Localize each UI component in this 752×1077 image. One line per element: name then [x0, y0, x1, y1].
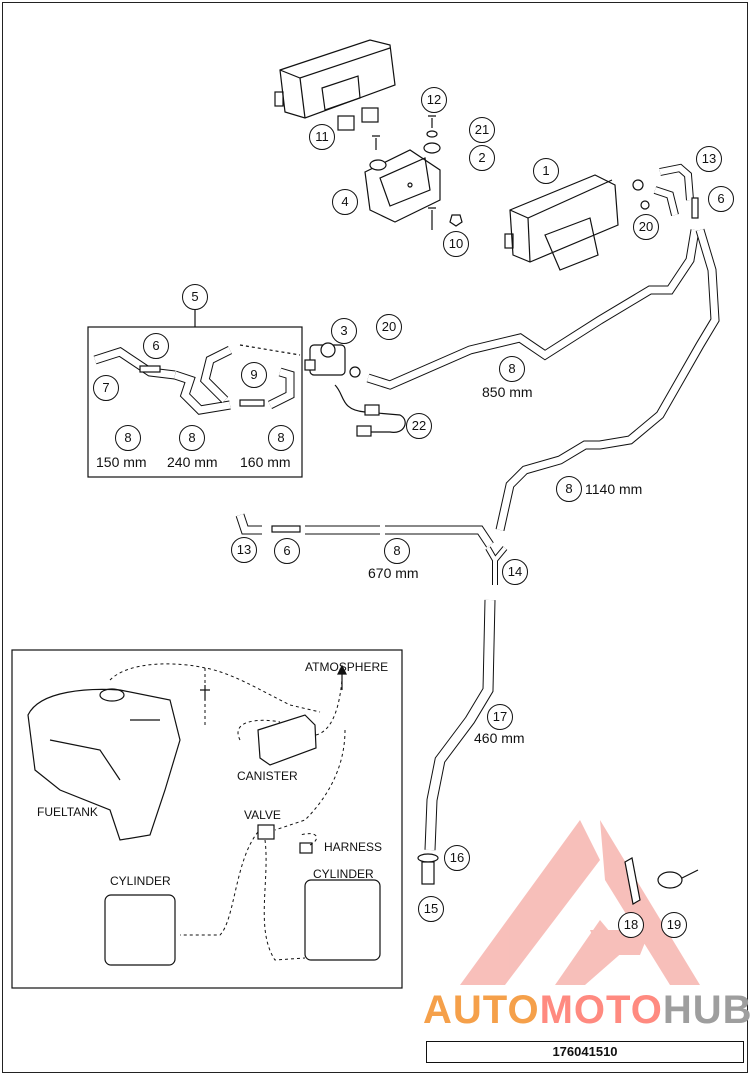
- length-460: 460 mm: [474, 730, 525, 746]
- callout-2: 2: [469, 145, 495, 171]
- watermark-part-3: HUB: [662, 988, 752, 1032]
- callout-4: 4: [332, 189, 358, 215]
- callout-9: 9: [241, 362, 267, 388]
- watermark-part-2: MOTO: [539, 988, 663, 1032]
- label-atmosphere: ATMOSPHERE: [305, 660, 389, 674]
- callout-20-right: 20: [633, 214, 659, 240]
- watermark-logo: [460, 820, 700, 985]
- schematic-box: [11, 649, 403, 989]
- callout-13-left: 13: [231, 537, 257, 563]
- label-cylinder-right: CYLINDER: [313, 867, 374, 881]
- label-harness: HARNESS: [324, 840, 383, 854]
- canister-top: [274, 39, 396, 119]
- callout-5: 5: [182, 284, 208, 310]
- callout-8-inset-c: 8: [268, 425, 294, 451]
- document-number: 176041510: [426, 1041, 744, 1063]
- length-240: 240 mm: [167, 454, 218, 470]
- callout-8-1140: 8: [556, 476, 582, 502]
- callout-22: 22: [406, 413, 432, 439]
- hose-1140: [495, 228, 720, 531]
- hose-850: [366, 229, 700, 390]
- callout-6-middle: 6: [274, 538, 300, 564]
- length-160: 160 mm: [240, 454, 291, 470]
- callout-1: 1: [533, 158, 559, 184]
- canister-main: [504, 174, 619, 271]
- callout-16: 16: [444, 845, 470, 871]
- label-fueltank: FUELTANK: [37, 805, 98, 819]
- watermark-text: AUTOMOTOHUB: [423, 988, 752, 1033]
- callout-7: 7: [93, 375, 119, 401]
- bracket-4: [364, 142, 441, 223]
- callout-3: 3: [331, 318, 357, 344]
- callout-11: 11: [309, 124, 335, 150]
- label-valve: VALVE: [244, 808, 281, 822]
- callout-10: 10: [443, 231, 469, 257]
- hose-460: [424, 599, 496, 851]
- length-1140: 1140 mm: [585, 481, 643, 497]
- callout-14: 14: [502, 559, 528, 585]
- cylinder-left-drawing: [104, 894, 176, 966]
- callout-21: 21: [469, 117, 495, 143]
- callout-20-valve: 20: [376, 314, 402, 340]
- length-670: 670 mm: [368, 565, 419, 581]
- callout-8-850: 8: [499, 356, 525, 382]
- length-850: 850 mm: [482, 384, 533, 400]
- callout-8-inset-b: 8: [179, 425, 205, 451]
- callout-12: 12: [421, 87, 447, 113]
- label-cylinder-left: CYLINDER: [110, 874, 171, 888]
- callout-18: 18: [618, 912, 644, 938]
- callout-8-inset-a: 8: [115, 425, 141, 451]
- watermark-part-1: AUTO: [423, 988, 540, 1032]
- callout-17: 17: [487, 704, 513, 730]
- hose-670: [235, 513, 494, 548]
- callout-13-right: 13: [696, 146, 722, 172]
- callout-8-670: 8: [384, 538, 410, 564]
- fueltank-drawing: [27, 688, 181, 841]
- callout-15: 15: [418, 896, 444, 922]
- length-150: 150 mm: [96, 454, 147, 470]
- callout-6-right: 6: [708, 186, 734, 212]
- purge-valve: [304, 342, 361, 378]
- callout-6-inset: 6: [143, 333, 169, 359]
- cylinder-right-drawing: [304, 879, 381, 961]
- callout-19: 19: [661, 912, 687, 938]
- label-canister: CANISTER: [237, 769, 298, 783]
